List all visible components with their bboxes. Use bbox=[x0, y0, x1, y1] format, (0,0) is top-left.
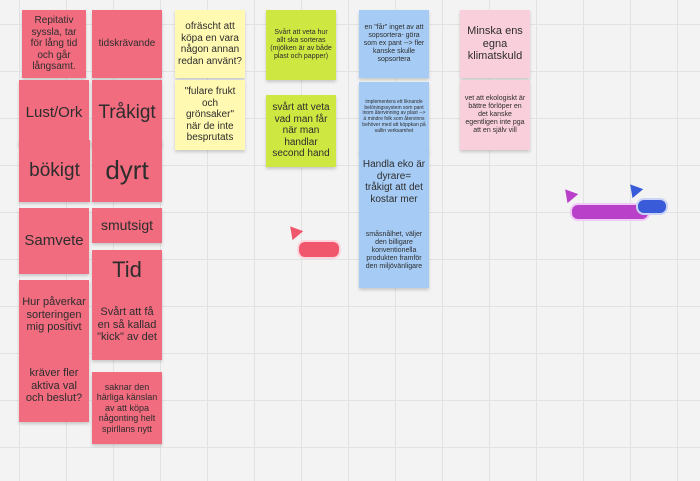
collaborator-cursor bbox=[559, 184, 579, 204]
sticky-note[interactable]: "fulare frukt och grönsaker" när de inte… bbox=[175, 80, 245, 150]
sticky-note[interactable]: svårt att veta vad man får när man handl… bbox=[266, 95, 336, 167]
sticky-note[interactable]: en "får" inget av att sopsortera- göra s… bbox=[359, 10, 429, 78]
collaborator-name-tag bbox=[297, 240, 341, 259]
sticky-note[interactable]: Svårt att veta hur allt ska sorteras (mj… bbox=[266, 10, 336, 80]
sticky-note[interactable]: Repitativ syssla, tar för lång tid och g… bbox=[22, 10, 86, 78]
sticky-note[interactable]: dyrt bbox=[92, 140, 162, 202]
sticky-note[interactable]: Samvete bbox=[19, 208, 89, 274]
sticky-note[interactable]: Tid bbox=[92, 250, 162, 290]
sticky-note[interactable]: saknar den härliga känslan av att köpa n… bbox=[92, 372, 162, 444]
sticky-note[interactable]: bökigt bbox=[19, 140, 90, 202]
sticky-note[interactable]: ofräscht att köpa en vara någon annan re… bbox=[175, 10, 245, 78]
sticky-note[interactable]: Minska ens egna klimatskuld bbox=[460, 10, 530, 78]
collaborator-cursor bbox=[284, 221, 304, 241]
collaborator-cursor bbox=[624, 179, 644, 199]
sticky-note[interactable]: tidskrävande bbox=[92, 10, 162, 78]
sticky-note[interactable]: småsnålhet, väljer den billigare konvent… bbox=[359, 214, 429, 288]
sticky-note[interactable]: kräver fler aktiva val och beslut? bbox=[19, 350, 89, 422]
sticky-note[interactable]: smutsigt bbox=[92, 208, 162, 243]
sticky-note[interactable]: vet att ekologiskt är bättre förlöper en… bbox=[460, 80, 530, 150]
collaborator-name-tag bbox=[636, 198, 668, 215]
sticky-note[interactable]: Handla eko är dyrare= tråkigt att det ko… bbox=[359, 150, 429, 214]
sticky-note[interactable]: implementera ett liknande belöningssyste… bbox=[359, 82, 429, 152]
sticky-note[interactable]: Lust/Ork bbox=[19, 80, 89, 146]
sticky-note[interactable]: Svårt att få en så kallad "kick" av det bbox=[92, 290, 162, 360]
sticky-note[interactable]: Hur påverkar sorteringen mig positivt bbox=[19, 280, 89, 350]
sticky-note[interactable]: Tråkigt bbox=[92, 80, 162, 146]
